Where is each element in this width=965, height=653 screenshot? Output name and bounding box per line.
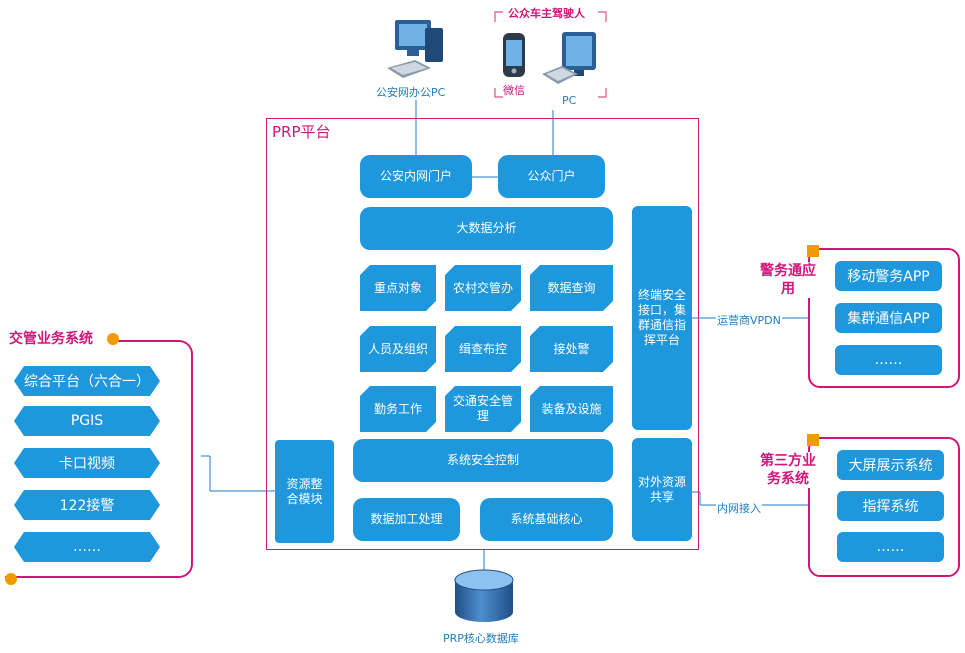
big-data-analysis[interactable]: 大数据分析: [360, 207, 613, 250]
left-item-integrated-platform[interactable]: 综合平台（六合一）: [14, 366, 160, 396]
public-portal[interactable]: 公众门户: [498, 155, 605, 198]
duty-work[interactable]: 勤务工作: [360, 386, 436, 432]
wechat-label: 微信: [503, 84, 525, 97]
orange-square: [807, 434, 819, 446]
big-screen-system[interactable]: 大屏展示系统: [837, 450, 944, 480]
left-item-122-alarm[interactable]: 122接警: [14, 490, 160, 520]
personnel-organization[interactable]: 人员及组织: [360, 326, 436, 372]
inspection-control[interactable]: 缉查布控: [445, 326, 521, 372]
mobile-phone-icon: [503, 33, 525, 77]
desktop-computer-icon: [387, 20, 443, 78]
orange-square: [807, 245, 819, 257]
data-processing[interactable]: 数据加工处理: [353, 498, 460, 541]
third-party-more[interactable]: ……: [837, 532, 944, 562]
key-targets[interactable]: 重点对象: [360, 265, 436, 311]
rural-traffic-office[interactable]: 农村交管办: [445, 265, 521, 311]
system-core[interactable]: 系统基础核心: [480, 498, 613, 541]
prp-platform-title: PRP平台: [272, 123, 331, 141]
public-drivers-title: 公众车主驾驶人: [508, 7, 585, 20]
police-office-pc-label: 公安网办公PC: [376, 86, 446, 99]
left-item-more[interactable]: ……: [14, 532, 160, 562]
third-party-title: 第三方业务系统: [760, 452, 816, 488]
vpdn-link-label: 运营商VPDN: [716, 312, 782, 328]
pc-label: PC: [562, 94, 577, 107]
police-app-title: 警务通应用: [760, 262, 816, 298]
terminal-security-interface[interactable]: 终端安全接口，集群通信指挥平台: [632, 206, 692, 430]
external-resource-sharing[interactable]: 对外资源共享: [632, 438, 692, 541]
prp-platform-frame: [266, 118, 699, 550]
left-item-pgis[interactable]: PGIS: [14, 406, 160, 436]
traffic-business-title: 交管业务系统: [9, 331, 93, 347]
intranet-link-label: 内网接入: [716, 500, 762, 516]
monitor-icon: [542, 32, 596, 84]
resource-integration-module[interactable]: 资源整合模块: [275, 440, 334, 543]
traffic-safety-management[interactable]: 交通安全管理: [445, 386, 521, 432]
command-system[interactable]: 指挥系统: [837, 491, 944, 521]
cluster-comm-app[interactable]: 集群通信APP: [835, 303, 942, 333]
internal-portal[interactable]: 公安内网门户: [360, 155, 472, 198]
mobile-police-app[interactable]: 移动警务APP: [835, 261, 942, 291]
data-query[interactable]: 数据查询: [530, 265, 613, 311]
police-app-more[interactable]: ……: [835, 345, 942, 375]
alarm-handling[interactable]: 接处警: [530, 326, 613, 372]
orange-dot: [107, 333, 119, 345]
orange-dot: [5, 573, 17, 585]
equipment-facilities[interactable]: 装备及设施: [530, 386, 613, 432]
core-database-label: PRP核心数据库: [443, 632, 519, 645]
database-icon: [454, 569, 514, 622]
left-item-checkpoint-video[interactable]: 卡口视频: [14, 448, 160, 478]
system-security-control[interactable]: 系统安全控制: [353, 439, 613, 482]
